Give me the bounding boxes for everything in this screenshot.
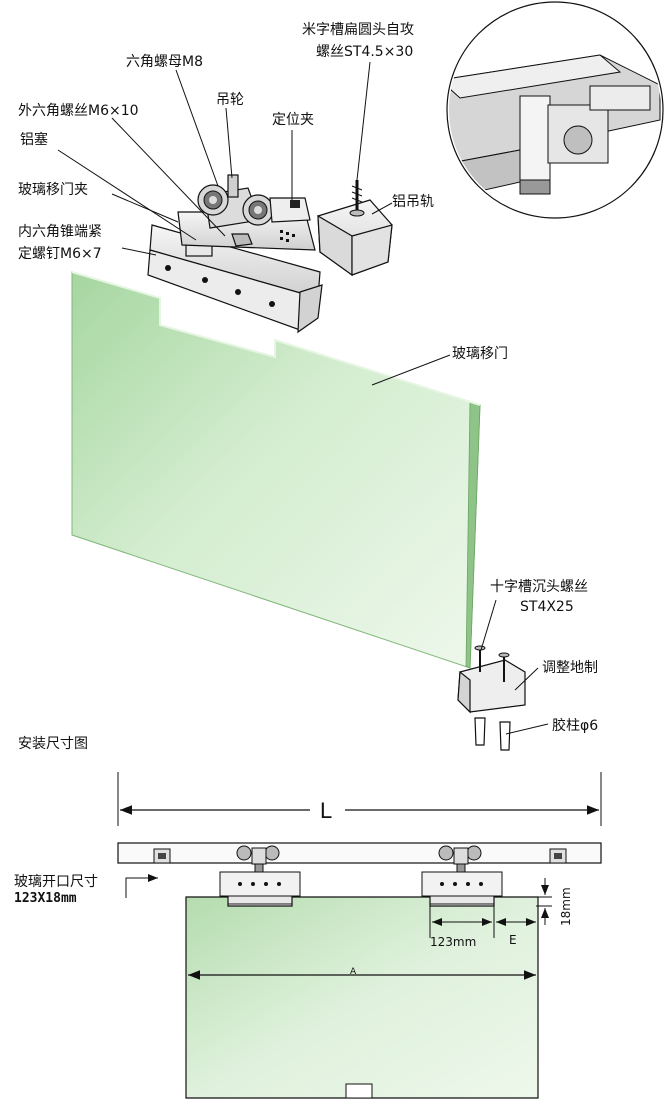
dim-E-line [496,906,539,938]
label-glass-opening-line1: 玻璃开口尺寸 [14,873,98,890]
bottom-guide-slot [345,1083,373,1099]
floor-guide-part [457,645,526,751]
dim-123-label: 123mm [430,935,476,949]
dim-L-line [117,772,602,826]
dim-carriage-right [421,845,503,905]
label-cross-screw-line1: 十字槽沉头螺丝 [490,579,588,595]
dim-123-line [429,906,495,938]
label-cross-screw-line2: ST4X25 [520,599,574,615]
track-rail [117,842,602,864]
label-hex-nut: 六角螺母M8 [126,54,203,70]
label-positioning-clip: 定位夹 [272,112,314,128]
glass-opening-pointer [125,874,158,898]
label-pulley: 吊轮 [216,92,244,108]
label-aluminum-rail: 铝吊轨 [392,194,434,210]
label-set-screw-line1: 内六角锥端紧 [18,224,102,240]
label-glass-door: 玻璃移门 [452,345,508,362]
install-title: 安装尺寸图 [18,736,88,752]
end-stopper-right [549,848,567,864]
label-glass-clip: 玻璃移门夹 [18,181,88,198]
pulley-carriage [177,174,316,251]
label-set-screw-line2: 定螺钉M6×7 [18,246,102,262]
dim-carriage-left [219,845,301,905]
detail-zoom-circle [446,1,664,219]
end-stopper-left [153,848,171,864]
dim-E-label: E [509,933,517,947]
leader-lines [57,61,549,735]
dim-L-label: L [320,798,332,823]
aluminum-rail-part [317,199,393,277]
label-hex-screw: 外六角螺丝M6×10 [18,103,139,119]
self-tapping-screw-part [349,180,365,217]
label-screw-top-line2: 螺丝ST4.5×30 [316,44,413,60]
label-plastic-anchor: 胶柱φ6 [552,717,598,734]
dim-A-label: A [350,967,357,977]
dim-glass-panel [185,896,539,1099]
dim-18-line [536,878,552,925]
label-screw-top-line1: 米字槽扁圆头自攻 [302,22,414,38]
label-aluminum-plug: 铝塞 [20,131,48,148]
glass-door-panel [71,271,481,669]
dim-18-label: 18mm [559,887,573,926]
label-floor-guide: 调整地制 [542,660,598,676]
label-glass-opening-line2: 123X18mm [14,891,77,906]
